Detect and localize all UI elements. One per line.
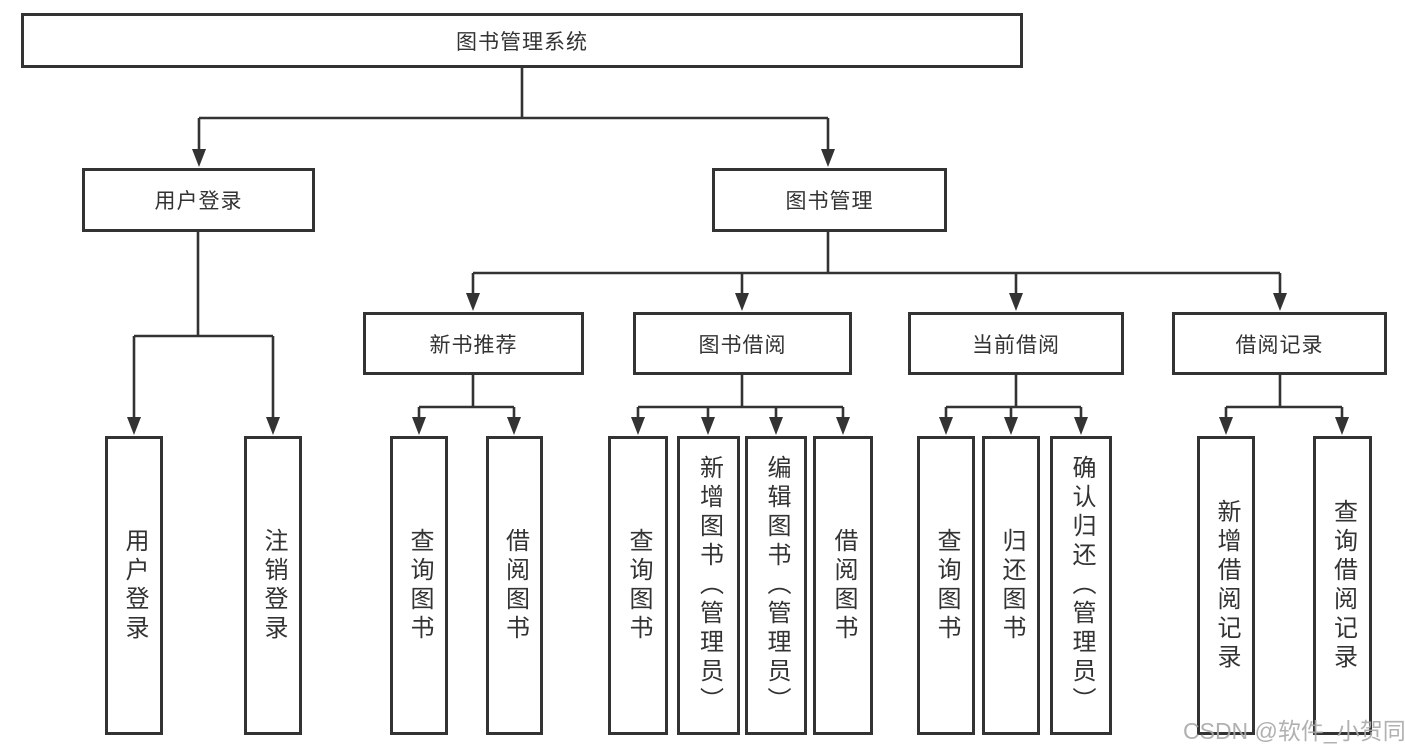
leaf-confirm-return-admin: 确认归还（管理员） xyxy=(1050,436,1112,735)
arrowhead xyxy=(1219,417,1233,435)
arrowhead xyxy=(701,417,715,435)
leaf-borrow-book: 借阅图书 xyxy=(813,436,873,735)
arrowhead xyxy=(466,293,480,311)
leaf-recommend-borrow-book: 借阅图书 xyxy=(486,436,543,735)
arrowhead xyxy=(507,417,521,435)
connector-current-borrow-to-children xyxy=(944,375,1083,419)
leaf-borrow-query-book: 查询图书 xyxy=(608,436,668,735)
node-book-borrow: 图书借阅 xyxy=(633,312,852,375)
arrowhead xyxy=(1009,293,1023,311)
leaf-add-book-admin: 新增图书（管理员） xyxy=(677,436,740,735)
connector-user-login-to-children xyxy=(132,232,275,419)
leaf-edit-book-admin: 编辑图书（管理员） xyxy=(745,436,807,735)
node-user-login: 用户登录 xyxy=(82,168,315,232)
arrowhead xyxy=(1273,293,1287,311)
node-current-borrow: 当前借阅 xyxy=(908,312,1124,375)
arrowheads xyxy=(127,149,1349,435)
arrowhead xyxy=(821,149,835,167)
arrowhead xyxy=(939,417,953,435)
connector-book-borrow-to-children xyxy=(636,375,845,419)
leaf-logout: 注销登录 xyxy=(244,436,302,735)
arrowhead xyxy=(266,417,280,435)
arrowhead xyxy=(1074,417,1088,435)
leaf-user-login: 用户登录 xyxy=(105,436,163,735)
leaf-recommend-query-book: 查询图书 xyxy=(390,436,448,735)
arrowhead xyxy=(631,417,645,435)
arrowhead xyxy=(127,417,141,435)
connector-borrow-record-to-children xyxy=(1224,375,1344,419)
arrowhead xyxy=(412,417,426,435)
leaf-add-borrow-record: 新增借阅记录 xyxy=(1197,436,1255,735)
arrowhead xyxy=(1335,417,1349,435)
arrowhead xyxy=(1004,417,1018,435)
node-borrow-record: 借阅记录 xyxy=(1172,312,1387,375)
node-book-management: 图书管理 xyxy=(712,168,947,232)
leaf-current-query-book: 查询图书 xyxy=(917,436,975,735)
connector-root-to-level2 xyxy=(197,67,830,151)
node-root: 图书管理系统 xyxy=(21,13,1023,68)
leaf-return-book: 归还图书 xyxy=(982,436,1040,735)
node-new-book-recommend: 新书推荐 xyxy=(363,312,584,375)
leaf-query-borrow-record: 查询借阅记录 xyxy=(1313,436,1372,735)
connector-new-book-recommend-to-children xyxy=(417,375,516,419)
connector-book-management-to-level3 xyxy=(471,232,1282,295)
arrowhead xyxy=(192,149,206,167)
arrowhead xyxy=(836,417,850,435)
arrowhead xyxy=(769,417,783,435)
arrowhead xyxy=(735,293,749,311)
